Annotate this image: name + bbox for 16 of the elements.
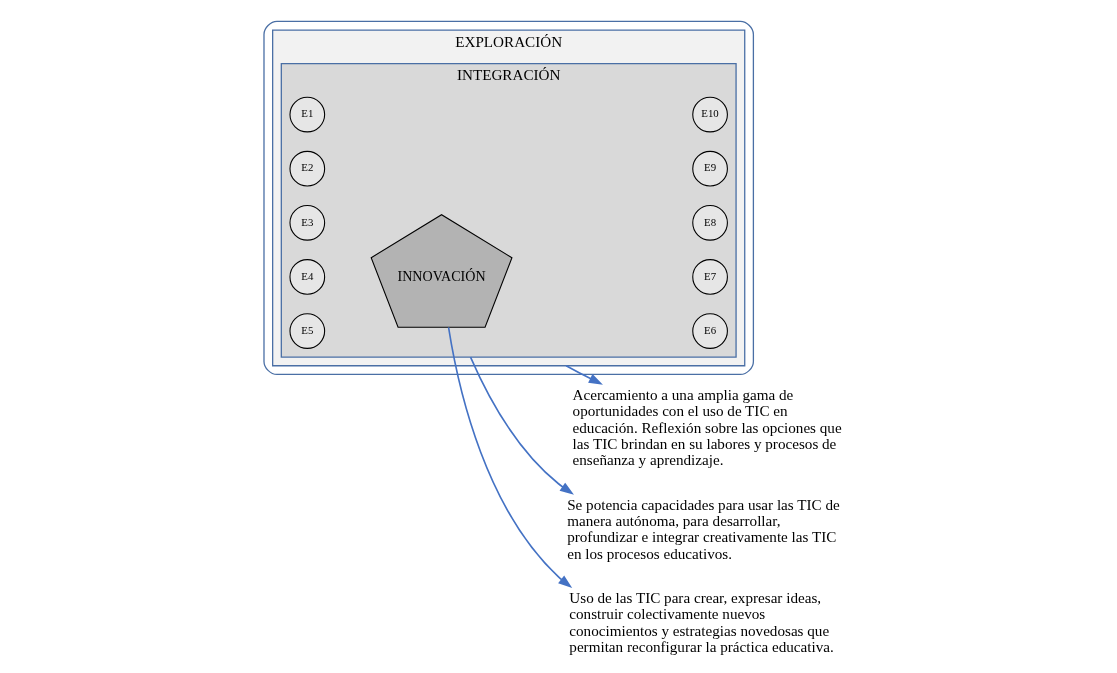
node-circle: E6 (692, 313, 728, 349)
node-circle: E10 (692, 96, 728, 133)
node-text: Uso de las TIC para crear, expresar ideas, construir colectivamente nuevos conocimientos y estrategias novedosas que permitan reconfigurar la práctica educativa. (569, 589, 834, 655)
node-circle: E2 (289, 150, 326, 187)
node-circle: E1 (289, 96, 326, 133)
node-circle: E7 (692, 259, 728, 295)
arrow (565, 364, 603, 385)
node-text: Se potencia capacidades para usar las TIC de manera autónoma, para desarrollar, profundizar e integrar creativamente las TIC en los procesos educativos. (567, 495, 840, 562)
node-circle: E9 (692, 150, 728, 187)
node-circle: E5 (289, 313, 326, 349)
node-text: Acercamiento a una amplia gama de oportunidades con el uso de TIC en educación. Reflexión sobre las opciones que las TIC brindan en su labores y procesos de enseñanza y aprendizaje. (572, 386, 842, 469)
node-circle: E8 (692, 204, 728, 241)
arrow (469, 356, 574, 495)
node-circle: E4 (289, 259, 326, 295)
node-circle: E3 (289, 204, 326, 241)
arrow (447, 326, 573, 588)
